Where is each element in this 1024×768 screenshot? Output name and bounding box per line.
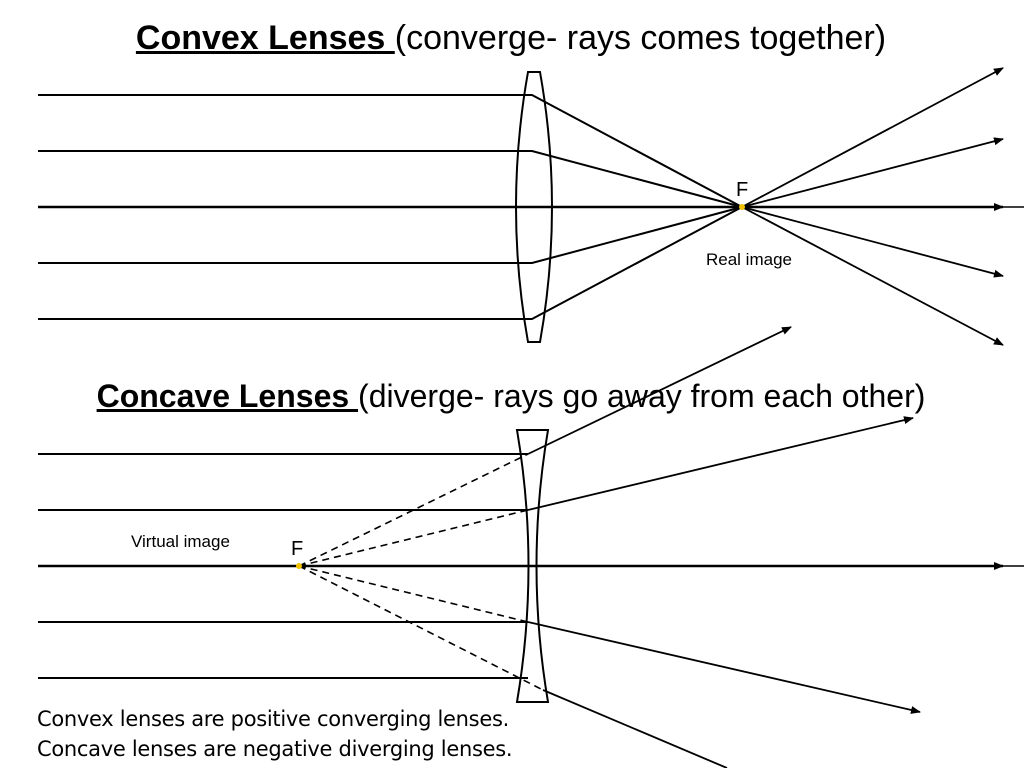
concave-focal-label: F bbox=[291, 538, 303, 560]
convex-focal-point bbox=[739, 204, 745, 210]
convex-ray bbox=[38, 206, 743, 264]
convex-summary-line: Convex lenses are positive converging le… bbox=[37, 707, 509, 731]
concave-dashed-extension bbox=[298, 565, 529, 623]
concave-outgoing-ray bbox=[527, 416, 914, 511]
convex-outgoing-ray bbox=[741, 137, 1004, 208]
convex-lens bbox=[515, 71, 553, 343]
convex-ray bbox=[38, 150, 743, 208]
concave-outgoing-ray bbox=[527, 621, 921, 714]
convex-title: Convex Lenses (converge- rays comes toge… bbox=[0, 18, 1023, 58]
concave-dashed-extension bbox=[298, 509, 529, 567]
concave-title-bold: Concave Lenses bbox=[96, 378, 359, 414]
concave-title: Concave Lenses (diverge- rays go away fr… bbox=[0, 376, 1023, 416]
convex-outgoing-ray bbox=[741, 206, 1004, 346]
convex-section: F Real image bbox=[38, 67, 1024, 346]
concave-incident-rays bbox=[38, 453, 528, 679]
concave-outgoing-ray bbox=[527, 326, 792, 455]
concave-dashed-extension bbox=[298, 453, 529, 567]
convex-outgoing-ray bbox=[741, 67, 1004, 208]
concave-focal-point bbox=[296, 563, 302, 569]
convex-focal-label: F bbox=[736, 179, 748, 201]
virtual-image-label: Virtual image bbox=[131, 532, 230, 551]
concave-title-rest: (diverge- rays go away from each other) bbox=[358, 378, 926, 414]
convex-refracted-rays bbox=[741, 67, 1004, 346]
convex-ray bbox=[38, 206, 743, 320]
convex-outgoing-ray bbox=[741, 206, 1004, 278]
real-image-label: Real image bbox=[706, 250, 792, 269]
concave-dashed-extension bbox=[298, 565, 544, 691]
concave-lens bbox=[515, 429, 550, 703]
summary-notes: Convex lenses are positive converging le… bbox=[37, 704, 513, 764]
convex-incident-rays bbox=[38, 94, 743, 320]
concave-summary-line: Concave lenses are negative diverging le… bbox=[37, 737, 513, 761]
convex-title-rest: (converge- rays comes together) bbox=[394, 19, 887, 57]
concave-refracted-rays bbox=[527, 326, 921, 768]
concave-section: F Virtual image bbox=[38, 326, 1024, 768]
concave-extension-lines bbox=[298, 453, 544, 691]
concave-outgoing-ray bbox=[542, 689, 728, 768]
convex-ray bbox=[38, 94, 743, 208]
convex-title-bold: Convex Lenses bbox=[135, 19, 395, 57]
